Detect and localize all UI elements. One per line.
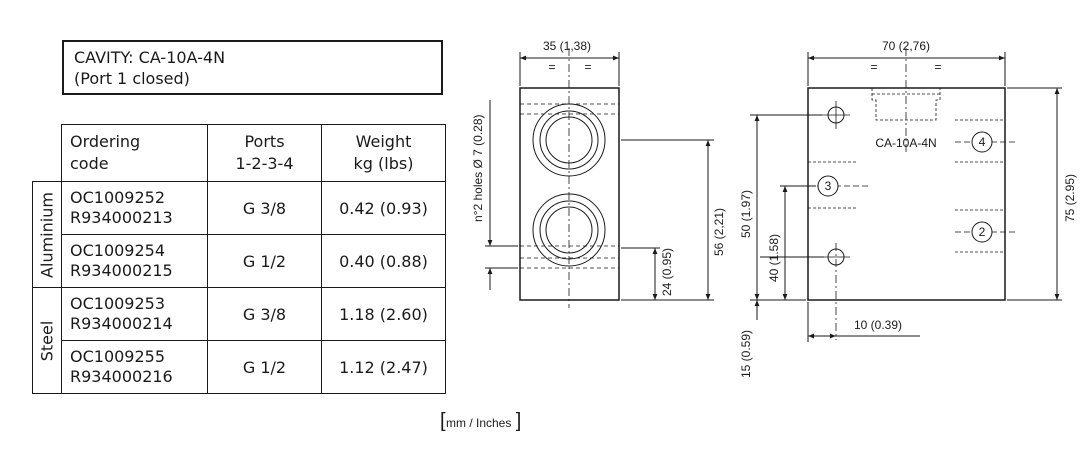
port-mid-circle (539, 200, 599, 260)
code-1: OC1009252 (70, 188, 166, 207)
code-1: OC1009254 (70, 241, 166, 260)
weight-cell: 1.12 (2.47) (321, 340, 446, 394)
header-ports-line1: Ports (244, 132, 285, 151)
code-2: R934000214 (70, 314, 173, 333)
code-cell: OC1009254 R934000215 (61, 234, 208, 288)
front-view (750, 48, 1062, 342)
code-cell: OC1009252 R934000213 (61, 181, 208, 235)
weight-cell: 0.40 (0.88) (321, 234, 446, 288)
weight-cell: 1.18 (2.60) (321, 287, 446, 341)
code-2: R934000213 (70, 208, 173, 227)
dim-15-label: 15 (0.59) (739, 330, 753, 378)
units-bracket-right: ] (515, 410, 522, 432)
port-3-label: 3 (825, 179, 832, 193)
side-width-label: 35 (1,38) (543, 39, 591, 53)
units-label: [ mm / Inches ] (440, 410, 521, 432)
port-outer-circle (532, 193, 606, 267)
dim-40-label: 40 (1.58) (767, 234, 781, 282)
material-steel: Steel (32, 287, 62, 394)
cavity-profile (871, 88, 941, 121)
header-ordering-code: Ordering code (61, 124, 208, 182)
cavity-line-2: (Port 1 closed) (74, 69, 190, 88)
side-view (485, 48, 714, 308)
dim-75-label: 75 (2.95) (1063, 174, 1077, 222)
weight-cell: 0.42 (0.93) (321, 181, 446, 235)
holes-label: n°2 holes Ø 7 (0.28) (471, 114, 485, 222)
header-weight-line2: kg (lbs) (353, 154, 414, 173)
port-3-circle (817, 175, 839, 197)
dim-50-label: 50 (1.97) (739, 190, 753, 238)
ordering-table: Ordering code Ports 1-2-3-4 Weight kg (l… (32, 124, 446, 394)
code-2: R934000216 (70, 367, 173, 386)
table-row: Steel OC1009253 R934000214 G 3/8 1.18 (2… (32, 287, 446, 394)
units-bracket-left: [ (440, 410, 446, 432)
equal-mark: = (548, 60, 555, 74)
port-inner-circle (545, 116, 593, 164)
code-cell: OC1009255 R934000216 (61, 340, 208, 394)
port-2-circle (971, 221, 993, 243)
table-row: Aluminium OC1009252 R934000213 G 3/8 0.4… (32, 181, 446, 288)
front-view-body (807, 87, 1006, 301)
port-2-label: 2 (979, 225, 986, 239)
header-ports-line2: 1-2-3-4 (235, 154, 294, 173)
port-mid-circle (539, 110, 599, 170)
equal-mark: = (870, 60, 877, 74)
header-code-line2: code (70, 154, 109, 173)
port-4-circle (971, 131, 993, 153)
cavity-info-box: CAVITY: CA-10A-4N (Port 1 closed) (62, 40, 443, 95)
ports-cell: G 1/2 (207, 234, 322, 288)
code-cell: OC1009253 R934000214 (61, 287, 208, 341)
port-4-label: 4 (979, 135, 986, 149)
header-code-line1: Ordering (70, 132, 141, 151)
cavity-line-1: CAVITY: CA-10A-4N (74, 48, 226, 67)
code-2: R934000215 (70, 261, 173, 280)
dim-56-label: 56 (2,21) (712, 208, 726, 256)
ports-cell: G 3/8 (207, 181, 322, 235)
code-1: OC1009255 (70, 347, 166, 366)
header-weight-line1: Weight (355, 132, 412, 151)
equal-mark: = (934, 60, 941, 74)
material-aluminium: Aluminium (32, 181, 62, 288)
ports-cell: G 1/2 (207, 340, 322, 394)
front-width-label: 70 (2,76) (882, 39, 930, 53)
equal-mark: = (584, 60, 591, 74)
port-inner-circle (545, 206, 593, 254)
units-text: mm / Inches (446, 416, 512, 430)
table-header-row: Ordering code Ports 1-2-3-4 Weight kg (l… (32, 124, 446, 182)
code-1: OC1009253 (70, 294, 166, 313)
table-row: OC1009255 R934000216 G 1/2 1.12 (2.47) (33, 340, 446, 394)
table-row: OC1009254 R934000215 G 1/2 0.40 (0.88) (33, 234, 446, 288)
dim-24-label: 24 (0.95) (660, 248, 674, 296)
dim-10-label: 10 (0.39) (854, 318, 902, 332)
header-ports: Ports 1-2-3-4 (207, 124, 322, 182)
side-view-body (519, 87, 620, 301)
cavity-code-label: CA-10A-4N (875, 136, 936, 150)
